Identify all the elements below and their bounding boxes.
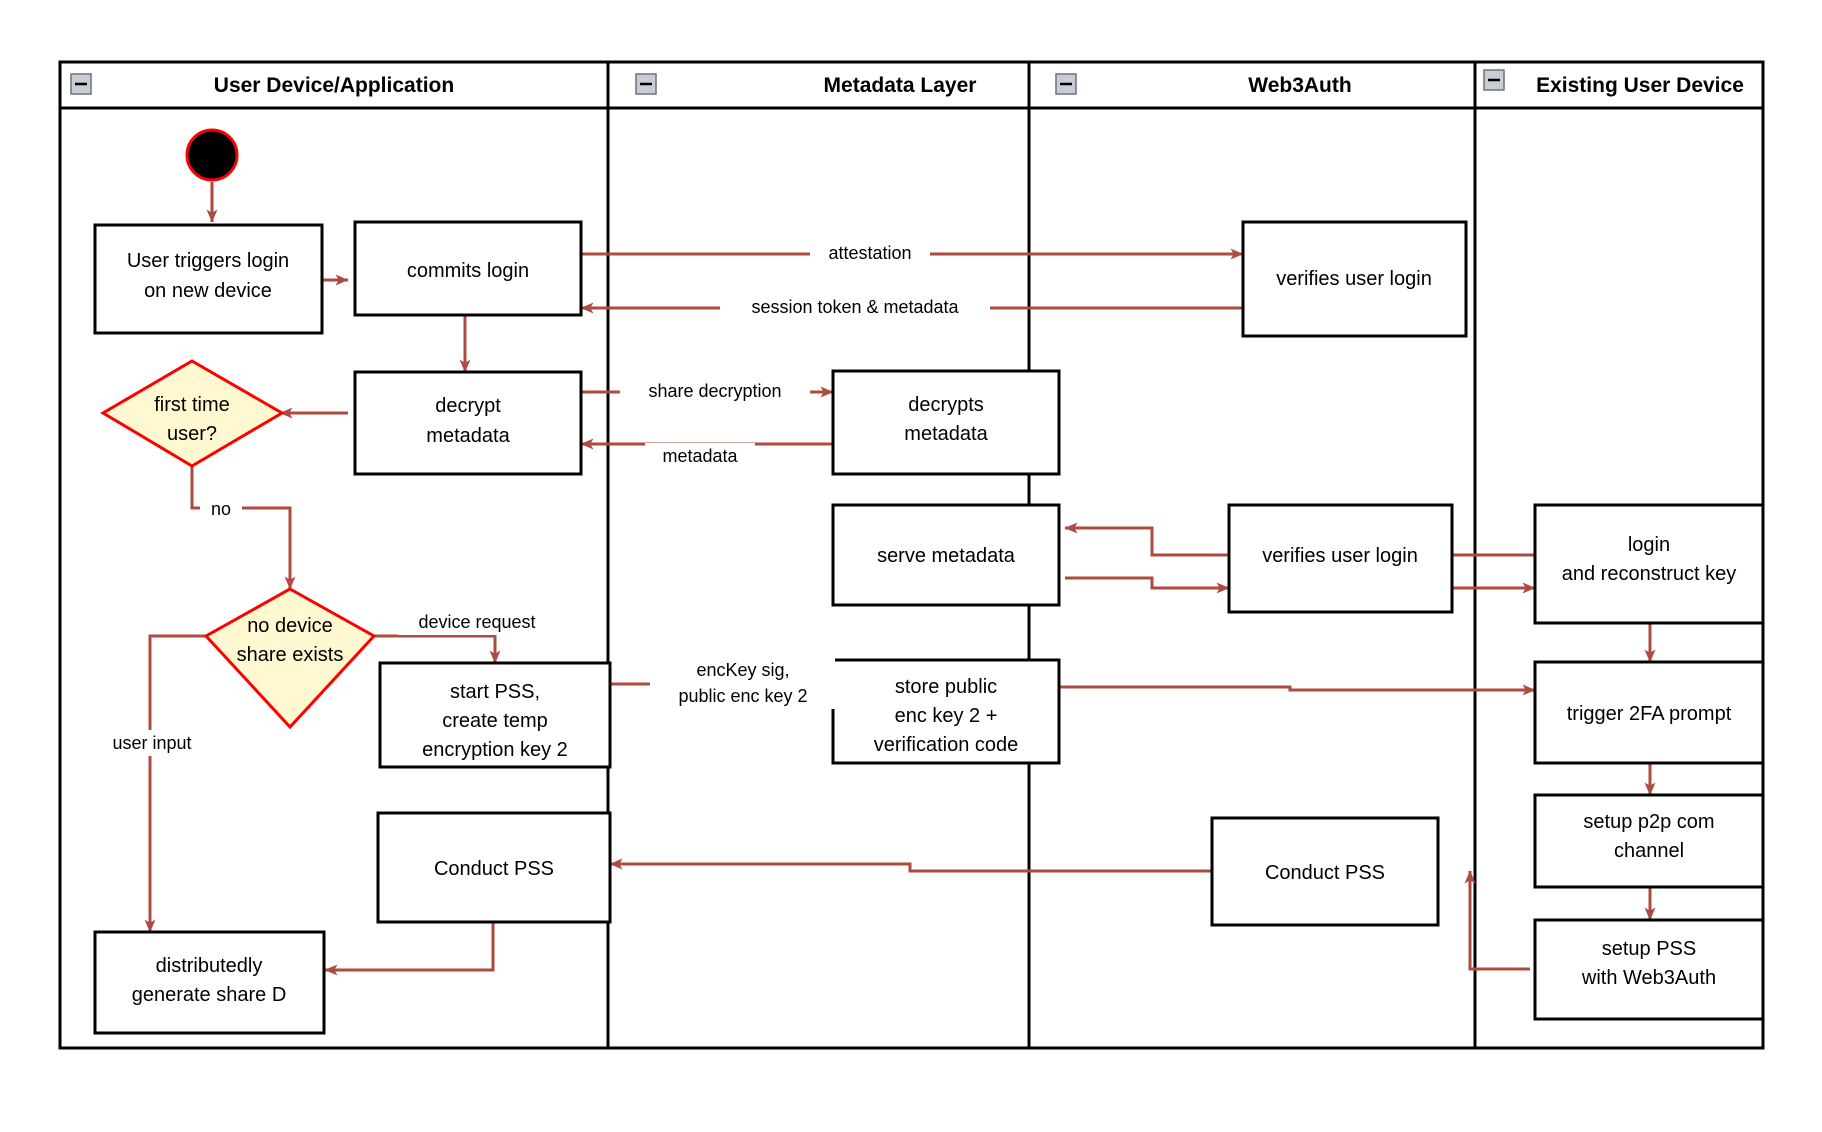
edge-label-session-token: session token & metadata: [751, 297, 959, 317]
node-label-line: no device: [247, 615, 333, 637]
node-label-line: login: [1628, 534, 1670, 556]
node-conduct-pss-web3auth[interactable]: Conduct PSS: [1210, 816, 1440, 927]
node-label-line: user?: [167, 423, 217, 445]
node-label-line: commits login: [407, 260, 529, 282]
node-distributedly-generate-share-d[interactable]: distributedly generate share D: [93, 930, 326, 1035]
node-label-line: verification code: [874, 734, 1019, 756]
node-label-line: with Web3Auth: [1581, 967, 1716, 989]
node-start[interactable]: [185, 128, 239, 182]
flow-device-request: [374, 634, 501, 664]
flow-user-input: [144, 634, 206, 933]
node-label-line: Conduct PSS: [434, 858, 554, 880]
collapse-minus-icon[interactable]: [70, 73, 92, 95]
node-label-line: and reconstruct key: [1562, 563, 1737, 585]
node-label-line: metadata: [904, 423, 988, 445]
node-label-line: verifies user login: [1276, 268, 1432, 290]
node-user-triggers-login[interactable]: User triggers login on new device: [93, 223, 324, 335]
flow-conduct-pss-to-share-d: [324, 922, 495, 976]
collapse-minus-icon[interactable]: [635, 73, 657, 95]
node-first-time-user[interactable]: first time user?: [100, 359, 285, 468]
node-label-line: verifies user login: [1262, 545, 1418, 567]
flow-verify-to-serve-metadata: [1064, 522, 1229, 557]
node-no-device-share-exists[interactable]: no device share exists: [203, 587, 377, 730]
node-label-line: encryption key 2: [422, 739, 568, 761]
lane-title-metadata: Metadata Layer: [824, 74, 977, 97]
collapse-minus-icon[interactable]: [1055, 73, 1077, 95]
node-label-line: setup p2p com: [1583, 811, 1714, 833]
node-verifies-user-login-mid[interactable]: verifies user login: [1227, 503, 1454, 614]
node-label-line: enc key 2 +: [895, 705, 998, 727]
node-login-and-reconstruct-key[interactable]: login and reconstruct key: [1533, 503, 1765, 625]
lane-title-existing-device: Existing User Device: [1536, 74, 1744, 97]
node-label-line: first time: [154, 394, 230, 416]
node-label-line: metadata: [426, 425, 510, 447]
node-conduct-pss-user[interactable]: Conduct PSS: [376, 811, 612, 924]
node-decrypt-metadata[interactable]: decrypt metadata: [353, 370, 583, 476]
edge-label-share-decryption: share decryption: [648, 381, 781, 401]
node-label-line: store public: [895, 676, 997, 698]
edge-label-no: no: [211, 499, 231, 519]
node-setup-p2p-com-channel[interactable]: setup p2p com channel: [1533, 793, 1765, 889]
node-label-line: distributedly: [156, 955, 263, 977]
edge-label-device-request: device request: [418, 612, 535, 632]
flow-conduct-pss-web3auth-to-user: [609, 858, 1229, 873]
flow-setup-pss-to-conduct-pss: [1464, 870, 1530, 971]
node-label-line: setup PSS: [1602, 938, 1697, 960]
collapse-minus-icon[interactable]: [1483, 69, 1505, 91]
edge-label-enckey-sig-line2: public enc key 2: [678, 686, 807, 706]
edge-label-attestation: attestation: [828, 243, 911, 263]
node-label-line: share exists: [237, 644, 344, 666]
node-label-line: start PSS,: [450, 681, 540, 703]
node-label-line: serve metadata: [877, 545, 1016, 567]
node-label-line: generate share D: [132, 984, 287, 1006]
node-setup-pss-with-web3auth[interactable]: setup PSS with Web3Auth: [1533, 918, 1765, 1021]
node-label-line: decrypts: [908, 394, 984, 416]
edge-label-metadata: metadata: [662, 446, 738, 466]
flow-serve-metadata-to-verify: [1065, 576, 1230, 594]
lane-header-web3auth: Web3Auth: [1055, 73, 1352, 97]
node-trigger-2fa-prompt[interactable]: trigger 2FA prompt: [1533, 660, 1765, 765]
lane-header-metadata: Metadata Layer: [635, 73, 977, 97]
node-label-line: channel: [1614, 840, 1684, 862]
node-label-line: User triggers login: [127, 250, 289, 272]
lane-header-existing-device: Existing User Device: [1483, 69, 1744, 97]
edge-label-user-input: user input: [112, 733, 191, 753]
node-label-line: Conduct PSS: [1265, 862, 1385, 884]
edge-labels: attestation session token & metadata sha…: [92, 240, 990, 756]
node-decrypts-metadata[interactable]: decrypts metadata: [831, 369, 1061, 476]
node-verifies-user-login-top[interactable]: verifies user login: [1241, 220, 1468, 338]
node-label-line: create temp: [442, 710, 548, 732]
node-commits-login[interactable]: commits login: [353, 220, 583, 317]
node-serve-metadata[interactable]: serve metadata: [831, 503, 1061, 607]
node-label-line: trigger 2FA prompt: [1567, 703, 1732, 725]
node-start-pss-create-temp-key[interactable]: start PSS, create temp encryption key 2: [378, 661, 612, 769]
edge-label-enckey-sig-line1: encKey sig,: [696, 660, 789, 680]
flow-store-key-to-2fa: [1060, 684, 1536, 696]
lane-header-user-device: User Device/Application: [70, 73, 454, 97]
lane-title-web3auth: Web3Auth: [1248, 74, 1351, 97]
node-label-line: on new device: [144, 280, 272, 302]
node-label-line: decrypt: [435, 395, 501, 417]
lane-title-user-device: User Device/Application: [214, 74, 454, 97]
node-store-public-enc-key[interactable]: store public enc key 2 + verification co…: [831, 658, 1061, 765]
